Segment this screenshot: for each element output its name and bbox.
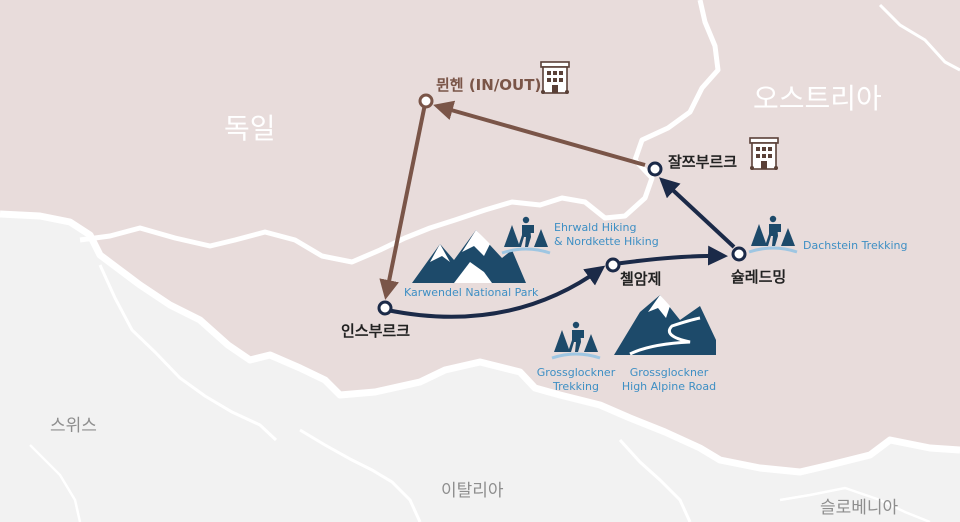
country-germany: 독일 <box>224 112 276 145</box>
innsbruck-node <box>377 300 393 316</box>
activity-grossglockner-trekking: Grossglockner Trekking <box>536 366 616 393</box>
karwendel-mountain-icon <box>412 230 526 283</box>
route-innsbruck-zell <box>386 265 606 319</box>
route-munich-innsbruck <box>379 103 427 300</box>
activity-dachstein: Dachstein Trekking <box>803 239 908 252</box>
route-zell-schladming <box>613 245 728 266</box>
country-slovenia: 슬로베니아 <box>820 498 899 518</box>
munich-hotel-icon <box>540 61 570 95</box>
country-austria: 오스트리아 <box>753 82 882 115</box>
country-italy: 이탈리아 <box>441 481 504 501</box>
route-salzburg-munich <box>433 100 646 167</box>
country-switzerland: 스위스 <box>50 416 97 436</box>
grossglockner-road-icon <box>614 295 716 356</box>
route-schladming-salzburg <box>659 177 736 249</box>
activity-karwendel: Karwendel National Park <box>404 286 539 299</box>
city-salzburg: 잘쯔부르크 <box>668 153 738 171</box>
activity-grossglockner-road: Grossglockner High Alpine Road <box>621 366 717 393</box>
city-zell-am-see: 첼암제 <box>620 270 662 288</box>
schladming-node <box>731 246 747 262</box>
city-munich: 뮌헨 (IN/OUT) <box>436 76 542 94</box>
salzburg-node <box>647 161 663 177</box>
zell-node <box>605 257 621 273</box>
salzburg-hotel-icon <box>749 137 779 171</box>
munich-node <box>418 93 434 109</box>
city-schladming: 슐레드밍 <box>731 268 787 286</box>
city-innsbruck: 인스부르크 <box>341 322 411 340</box>
activity-ehrwald: Ehrwald Hiking & Nordkette Hiking <box>554 221 659 248</box>
